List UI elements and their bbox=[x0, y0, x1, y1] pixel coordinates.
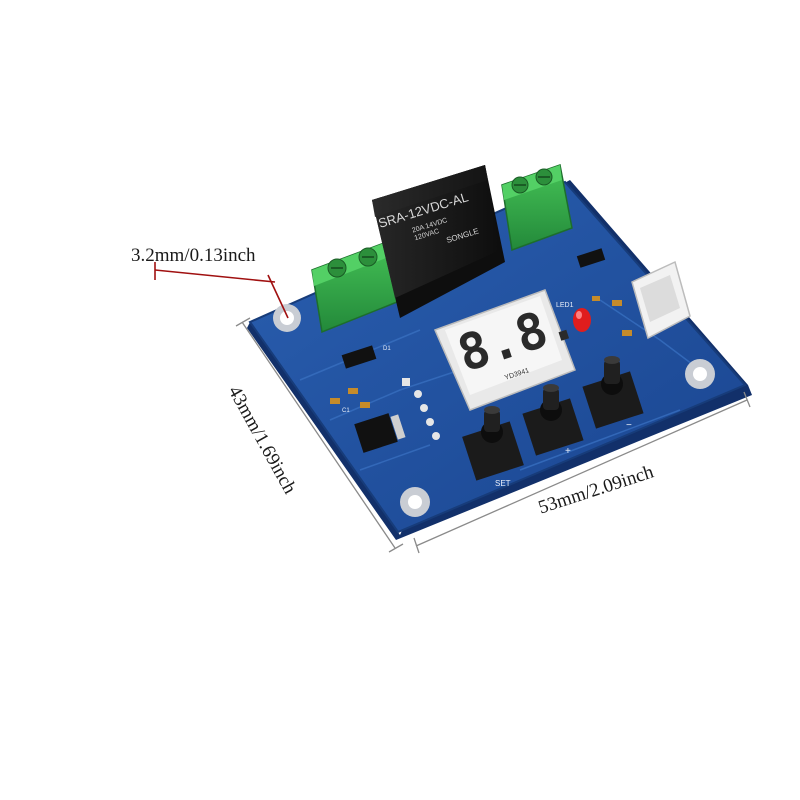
sensor-connector bbox=[631, 260, 691, 340]
mounting-hole-top-left bbox=[273, 304, 301, 332]
mounting-hole-bottom-left bbox=[400, 487, 430, 517]
terminal-block-left bbox=[311, 238, 403, 334]
width-dimension-line bbox=[413, 391, 751, 554]
mounting-holes bbox=[273, 304, 715, 517]
height-dimension-line bbox=[235, 317, 404, 553]
relay: SRA-12VDC-AL 20A 14VDC 120VAC SONGLE bbox=[372, 165, 505, 318]
ic-chip-right bbox=[576, 248, 606, 268]
terminal-block-right bbox=[501, 164, 573, 252]
regulator-chip bbox=[354, 413, 398, 453]
minus-silk-label: − bbox=[626, 420, 632, 431]
plus-button[interactable]: + bbox=[522, 384, 584, 457]
smd-components: D1 C1 bbox=[330, 248, 632, 453]
set-silk-label: SET bbox=[495, 479, 511, 488]
hole-dimension-label: 3.2mm/0.13inch bbox=[131, 245, 256, 266]
plus-silk-label: + bbox=[565, 446, 571, 457]
seven-segment-display: 8.8. YD3941 bbox=[433, 289, 583, 411]
diode-silk-label: D1 bbox=[383, 346, 391, 352]
capacitor-silk-label: C1 bbox=[342, 408, 350, 414]
set-button[interactable]: SET bbox=[462, 406, 524, 488]
minus-button[interactable]: − bbox=[582, 356, 644, 431]
led-silk-label: LED1 bbox=[556, 302, 574, 309]
mounting-hole-bottom-right bbox=[685, 359, 715, 389]
hole-annotation bbox=[154, 262, 289, 319]
red-led: LED1 bbox=[556, 302, 591, 332]
diode-d1 bbox=[341, 345, 377, 369]
